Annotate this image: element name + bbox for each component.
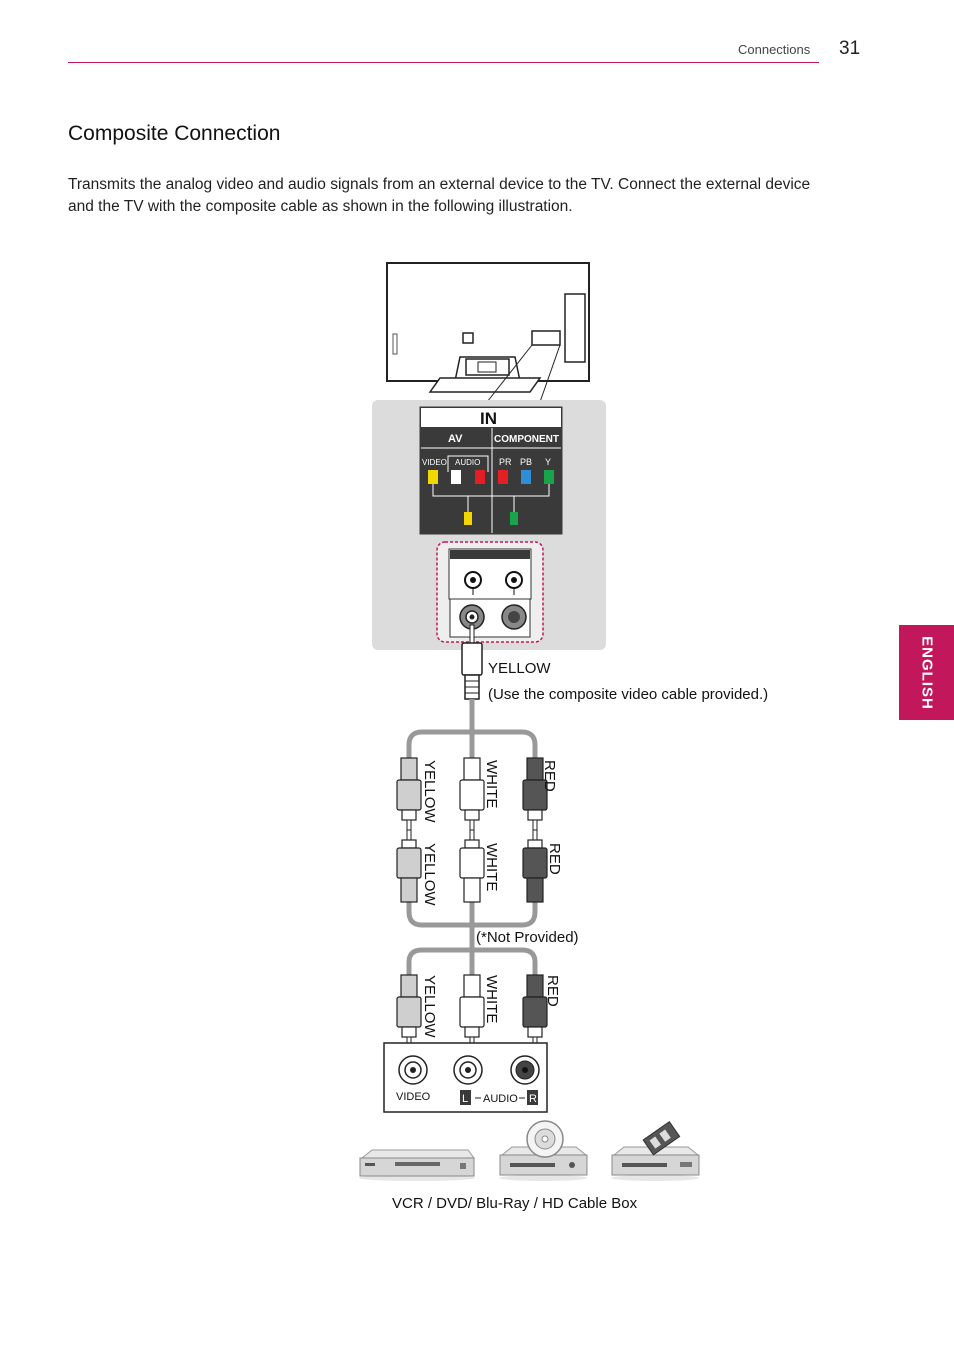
device-l-label: L <box>462 1093 468 1105</box>
av-audio-right-port <box>475 470 485 484</box>
cable-splitter-lower <box>406 902 538 980</box>
plug-label-yellow-2: YELLOW <box>421 843 438 906</box>
rca-plug-red-top <box>522 757 548 831</box>
component-label: COMPONENT <box>494 434 559 445</box>
plug-label-white-3: WHITE <box>483 975 500 1023</box>
dvd-player-icon <box>499 1120 588 1181</box>
device-r-label: R <box>529 1093 537 1105</box>
header-rule <box>68 62 819 63</box>
av-audio-left-port <box>451 470 461 484</box>
not-provided-note: (*Not Provided) <box>476 929 579 946</box>
plug-label-red-2: RED <box>546 843 563 875</box>
header-section-title: Connections <box>738 42 811 57</box>
component-pr-port <box>498 470 508 484</box>
rca-plugs-row1 <box>396 757 548 831</box>
rca-plug-red-mid <box>522 829 548 903</box>
video-port-label: VIDEO <box>422 458 447 467</box>
devices-caption: VCR / DVD/ Blu-Ray / HD Cable Box <box>392 1195 638 1212</box>
audio-port-label: AUDIO <box>455 458 480 467</box>
component-pb-port <box>521 470 531 484</box>
plug-label-white-2: WHITE <box>483 843 500 891</box>
rca-plug-red-bottom <box>522 974 548 1046</box>
provided-cable-note: (Use the composite video cable provided.… <box>488 686 768 703</box>
plug-label-red-3: RED <box>544 975 561 1007</box>
rca-plug-yellow-bottom <box>396 974 422 1046</box>
vcr-icon <box>359 1149 475 1181</box>
rca-plug-white-top <box>459 757 485 831</box>
description-paragraph: Transmits the analog video and audio sig… <box>68 176 811 215</box>
pr-port-label: PR <box>499 457 512 467</box>
page-number: 31 <box>839 38 861 59</box>
rca-plug-white-mid <box>459 829 485 903</box>
device-output-panel: VIDEO L AUDIO R <box>383 1042 548 1113</box>
cable-box-icon <box>611 1120 700 1181</box>
plug-label-red-1: RED <box>541 760 558 792</box>
plug-label-white-1: WHITE <box>483 760 500 808</box>
tv-back-illustration <box>386 262 590 403</box>
y-port-label: Y <box>545 457 551 467</box>
rca-plug-yellow-top <box>396 757 422 831</box>
plug-label-yellow-3: YELLOW <box>421 975 438 1038</box>
rca-plug-white-bottom <box>459 974 485 1046</box>
device-video-label: VIDEO <box>396 1091 431 1103</box>
rca-plugs-row2 <box>396 829 548 903</box>
tv-input-panel: IN AV COMPONENT VIDEO AUDIO PR PB Y <box>419 406 563 535</box>
yellow-plug-label: YELLOW <box>488 660 551 677</box>
in-label: IN <box>480 409 497 428</box>
av-combined-port <box>464 512 472 525</box>
component-combined-port <box>510 512 518 525</box>
av-label: AV <box>448 433 463 445</box>
tv-jack-closeup <box>436 541 544 643</box>
av-video-port <box>428 470 438 484</box>
language-tab: ENGLISH <box>899 625 954 720</box>
rca-plug-yellow-mid <box>396 829 422 903</box>
page-title: Composite Connection <box>68 122 281 145</box>
cable-splitter-upper <box>406 699 538 760</box>
component-y-port <box>544 470 554 484</box>
mini-av-plug <box>461 624 483 700</box>
plug-label-yellow-1: YELLOW <box>421 760 438 823</box>
device-audio-label: AUDIO <box>483 1093 518 1105</box>
rca-plugs-row3 <box>396 974 548 1046</box>
pb-port-label: PB <box>520 457 532 467</box>
